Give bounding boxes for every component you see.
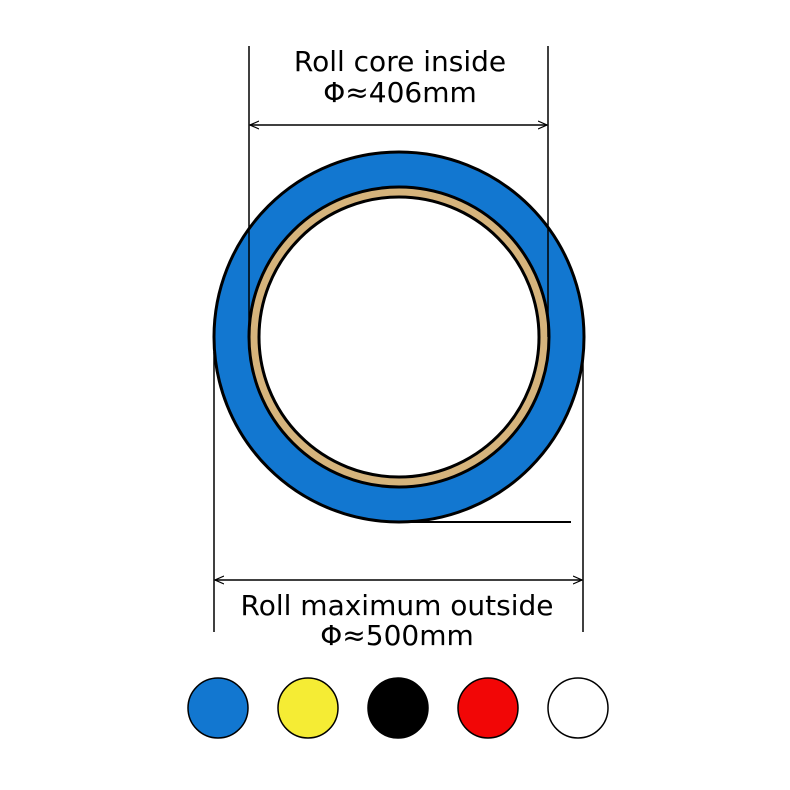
outer-dimension-value: Φ≈500mm [320,619,474,652]
inner-dimension-title: Roll core inside [294,45,506,78]
roll-core-hollow [257,195,541,479]
color-swatches [187,677,609,739]
outer-dimension-title: Roll maximum outside [241,589,554,622]
color-swatch-black[interactable] [367,677,429,739]
inner-dimension-value: Φ≈406mm [323,76,477,109]
color-swatch-yellow[interactable] [277,677,339,739]
color-swatch-red[interactable] [457,677,519,739]
color-swatch-blue[interactable] [187,677,249,739]
color-swatch-white[interactable] [547,677,609,739]
